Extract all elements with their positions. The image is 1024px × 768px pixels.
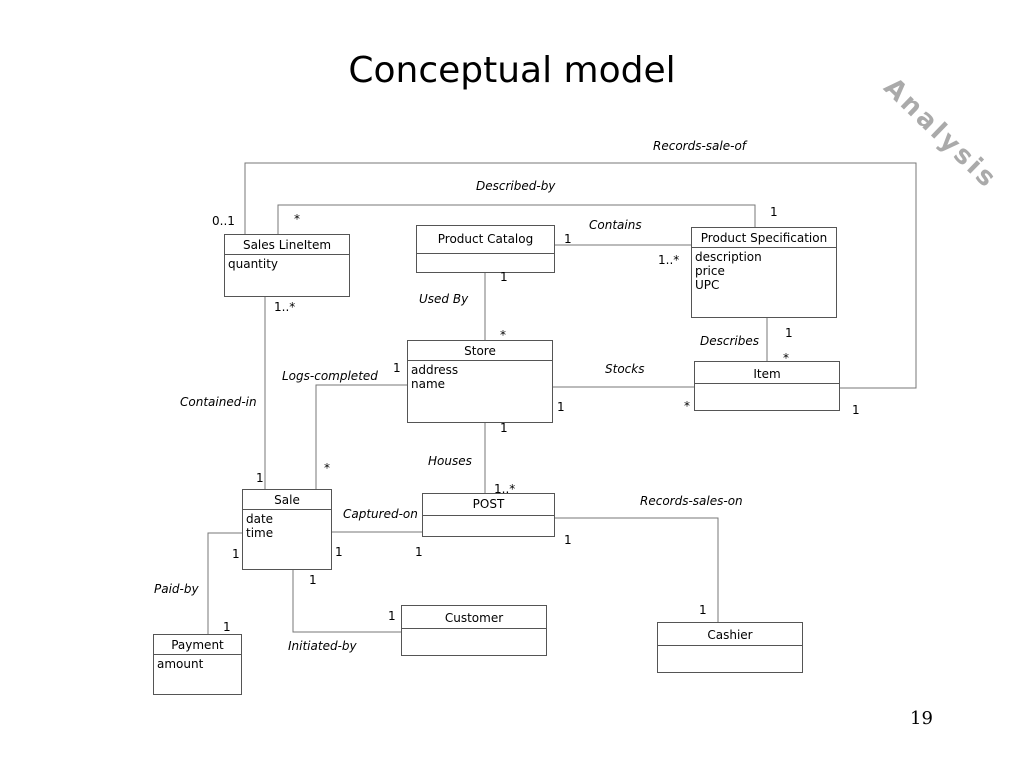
multiplicity: 1 <box>699 603 707 617</box>
assoc-logs-completed: Logs-completed <box>282 369 378 383</box>
class-sale: Sale date time <box>242 489 332 570</box>
attribute: description <box>695 250 762 264</box>
attribute: date <box>246 512 274 526</box>
attribute: price <box>695 264 725 278</box>
class-name: Sale <box>243 490 331 510</box>
multiplicity: 1..* <box>274 300 296 314</box>
line-logs-completed <box>315 384 408 489</box>
assoc-houses: Houses <box>428 454 472 468</box>
multiplicity: 1..* <box>658 253 680 267</box>
class-name: Product Specification <box>692 228 836 248</box>
multiplicity: 1 <box>770 205 778 219</box>
multiplicity: 1 <box>785 326 793 340</box>
multiplicity: 1 <box>415 545 423 559</box>
attribute: address <box>411 363 459 377</box>
class-item: Item <box>694 361 840 411</box>
multiplicity: * <box>294 212 300 226</box>
class-name: Cashier <box>658 623 802 646</box>
line-described-by <box>277 204 756 234</box>
class-name: Customer <box>402 606 546 629</box>
assoc-captured-on: Captured-on <box>343 507 418 521</box>
class-customer: Customer <box>401 605 547 656</box>
class-product-catalog: Product Catalog <box>416 225 555 273</box>
assoc-used-by: Used By <box>419 292 469 306</box>
class-name: Product Catalog <box>417 226 554 254</box>
class-name: Item <box>695 362 839 384</box>
multiplicity: 1 <box>388 609 396 623</box>
multiplicity: 1 <box>564 533 572 547</box>
attribute: time <box>246 526 274 540</box>
multiplicity: 1..* <box>494 482 516 496</box>
class-name: Sales LineItem <box>225 235 349 255</box>
assoc-records-sale-of: Records-sale-of <box>653 139 747 153</box>
multiplicity: * <box>783 351 789 365</box>
class-sales-line-item: Sales LineItem quantity <box>224 234 350 297</box>
line-records-sales-on <box>554 517 719 623</box>
multiplicity: 0..1 <box>212 214 235 228</box>
multiplicity: 1 <box>335 545 343 559</box>
multiplicity: * <box>684 399 690 413</box>
attribute: quantity <box>228 257 279 271</box>
multiplicity: 1 <box>500 270 508 284</box>
multiplicity: 1 <box>393 361 401 375</box>
attribute: name <box>411 377 446 391</box>
class-store: Store address name <box>407 340 553 423</box>
multiplicity: 1 <box>564 232 572 246</box>
assoc-records-sales-on: Records-sales-on <box>640 494 743 508</box>
multiplicity: * <box>324 461 330 475</box>
class-name: Payment <box>154 635 241 655</box>
assoc-described-by: Described-by <box>476 179 556 193</box>
class-cashier: Cashier <box>657 622 803 673</box>
multiplicity: 1 <box>223 620 231 634</box>
assoc-contains: Contains <box>589 218 642 232</box>
assoc-describes: Describes <box>700 334 759 348</box>
multiplicity: 1 <box>309 573 317 587</box>
class-payment: Payment amount <box>153 634 242 695</box>
page-title: Conceptual model <box>348 50 676 91</box>
class-name: Store <box>408 341 552 361</box>
multiplicity: 1 <box>256 471 264 485</box>
page-number: 19 <box>910 708 933 729</box>
assoc-paid-by: Paid-by <box>154 582 199 596</box>
multiplicity: 1 <box>500 421 508 435</box>
multiplicity: 1 <box>232 547 240 561</box>
assoc-contained-in: Contained-in <box>180 395 257 409</box>
attribute: amount <box>157 657 204 671</box>
class-name: POST <box>423 494 554 516</box>
assoc-stocks: Stocks <box>605 362 645 376</box>
line-initiated-by <box>292 569 402 633</box>
line-records-sale-of <box>244 162 917 389</box>
class-post: POST <box>422 493 555 537</box>
line-paid-by <box>207 532 243 634</box>
multiplicity: * <box>500 328 506 342</box>
class-product-specification: Product Specification description price … <box>691 227 837 318</box>
multiplicity: 1 <box>557 400 565 414</box>
multiplicity: 1 <box>852 403 860 417</box>
attribute: UPC <box>695 278 720 292</box>
assoc-initiated-by: Initiated-by <box>288 639 357 653</box>
